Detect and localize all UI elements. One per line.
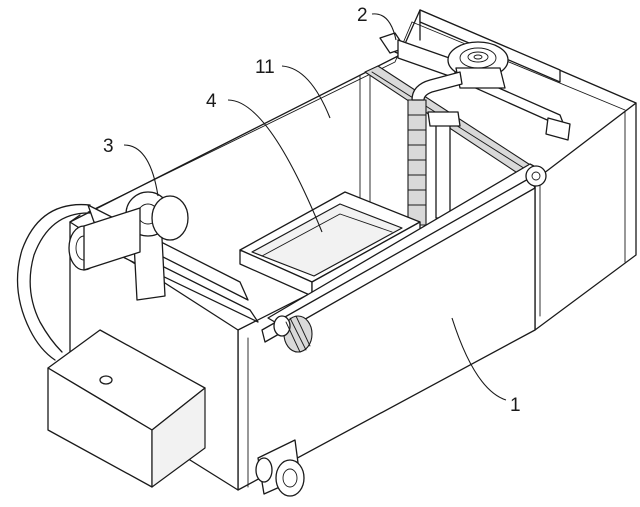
part-labels: 2 11 4 3 1: [103, 5, 521, 416]
screw-rods: [364, 65, 539, 226]
leader-11: [281, 65, 331, 119]
label-2: 2: [357, 5, 368, 26]
conveyor-belt: [261, 163, 547, 353]
leader-1: [451, 317, 507, 401]
leader-2: [371, 13, 397, 41]
label-11: 11: [255, 57, 275, 78]
left-drive-unit: [16, 191, 259, 361]
leader-lines: [123, 13, 507, 401]
leader-4: [227, 99, 323, 233]
label-1: 1: [510, 395, 521, 416]
top-rail-assembly: [379, 32, 571, 141]
label-4: 4: [206, 91, 217, 112]
side-box: [47, 329, 206, 488]
drain-outlet: [255, 439, 305, 497]
label-3: 3: [103, 136, 114, 157]
leader-3: [123, 144, 159, 197]
